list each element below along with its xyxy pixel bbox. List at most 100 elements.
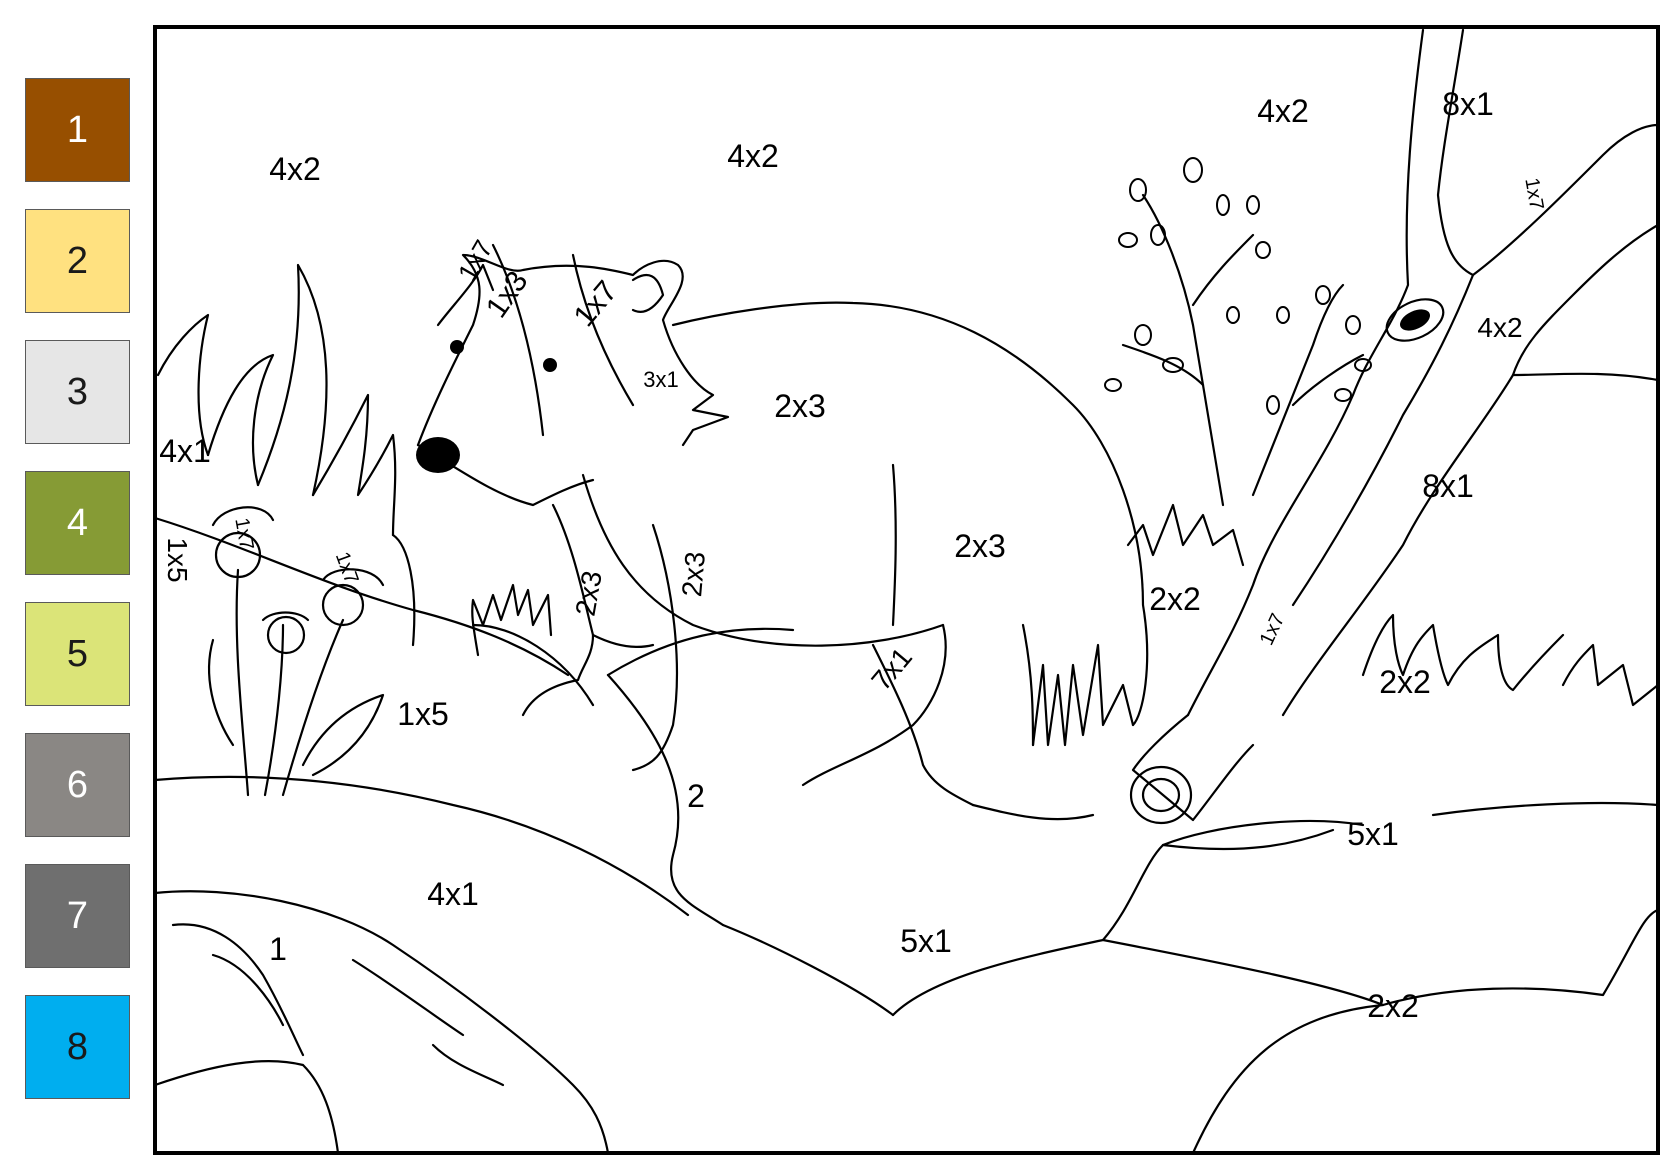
region-label: 2x2 xyxy=(1149,581,1201,617)
palette-swatch-6[interactable]: 6 xyxy=(25,733,130,837)
line-art xyxy=(153,28,1660,1155)
grass-right xyxy=(1561,643,1660,707)
flower-stem xyxy=(281,618,345,797)
leaf xyxy=(301,693,385,777)
flower-petals xyxy=(211,506,275,527)
region-label: 4x2 xyxy=(269,151,321,187)
shrub-buds xyxy=(1104,157,1372,415)
stream-ripple xyxy=(351,958,465,1037)
shrub-branch xyxy=(1121,343,1205,387)
region-label: 2x3 xyxy=(569,568,607,618)
region-label: 1x5 xyxy=(162,537,193,582)
tree-bark-line xyxy=(1291,273,1475,607)
log-ring xyxy=(1141,777,1181,813)
hill-left-mid-line xyxy=(471,623,595,707)
palette-swatch-8[interactable]: 8 xyxy=(25,995,130,1099)
badger-ear-right xyxy=(631,273,665,313)
log-body xyxy=(1131,713,1255,822)
badger-hind-foot xyxy=(971,803,1095,821)
badger-front-leg-2 xyxy=(631,523,679,772)
grass-right xyxy=(1361,613,1565,692)
badger-eye-right xyxy=(543,358,557,372)
badger-back xyxy=(671,301,1149,727)
palette-swatch-4[interactable]: 4 xyxy=(25,471,130,575)
region-label: 4x2 xyxy=(1257,93,1309,129)
stream-line xyxy=(171,923,305,1057)
badger-head-outline xyxy=(416,253,730,447)
badger-flank xyxy=(891,463,897,627)
ground-1x5-line xyxy=(153,775,690,917)
grass-blade xyxy=(206,353,275,487)
coloring-canvas[interactable]: 4x2 4x2 4x2 8x1 1x7 1x3 1x7 3x1 2x3 4x2 … xyxy=(153,25,1660,1155)
badger-front-leg xyxy=(521,503,595,717)
badger-tail-fur xyxy=(1021,623,1035,747)
region-label: 2x2 xyxy=(1379,664,1431,700)
badger-ear-left xyxy=(436,263,495,327)
region-label: 4x2 xyxy=(727,138,779,174)
flower-bud xyxy=(321,583,365,627)
palette-swatch-1[interactable]: 1 xyxy=(25,78,130,182)
stream-ripple-2 xyxy=(431,1043,505,1087)
hill-left-line xyxy=(153,516,570,677)
stream-inner-line xyxy=(211,953,285,1027)
region-label: 4x1 xyxy=(159,433,211,469)
ground-5x1-line xyxy=(891,819,1365,1017)
tree-bark-line xyxy=(1281,373,1515,717)
ground-right-line xyxy=(1431,801,1660,817)
shrub-branch xyxy=(1251,283,1345,497)
badger-hind-leg xyxy=(801,623,947,787)
flower-petals xyxy=(321,568,385,587)
flower-petals xyxy=(261,611,310,622)
badger-tail-fur xyxy=(1031,643,1135,747)
ground-2x2-line xyxy=(1191,1003,1385,1155)
grass-blade xyxy=(156,313,210,457)
grass-blade xyxy=(256,263,328,497)
region-label: 2 xyxy=(687,778,705,814)
ground-4x1-line xyxy=(721,923,895,1017)
grass-blade xyxy=(311,393,397,537)
region-label: 5x1 xyxy=(1347,816,1399,852)
flower-bud xyxy=(214,531,262,579)
region-label: 8x1 xyxy=(1442,86,1494,122)
ground-bottom-left-line xyxy=(153,1060,340,1155)
tree-knot-hole xyxy=(1385,298,1445,342)
region-label: 1 xyxy=(269,931,287,967)
leaf xyxy=(207,638,235,747)
badger-chest xyxy=(591,633,655,649)
palette-swatch-5[interactable]: 5 xyxy=(25,602,130,706)
palette-swatch-3[interactable]: 3 xyxy=(25,340,130,444)
canvas-border xyxy=(153,25,1660,1155)
badger-stripe-line xyxy=(571,253,635,407)
grass-tuft xyxy=(471,583,553,657)
region-label: 2x3 xyxy=(774,388,826,424)
region-label: 2x3 xyxy=(676,550,711,598)
badger-details xyxy=(416,309,1430,473)
grass-blade xyxy=(391,533,416,647)
flower-bud xyxy=(266,615,306,655)
log-icon xyxy=(1129,765,1193,825)
region-label: 1x5 xyxy=(397,696,449,732)
ground-lower-left-line xyxy=(153,890,610,1155)
region-label: 5x1 xyxy=(900,923,952,959)
badger-eye-left xyxy=(450,340,464,354)
ground-log-line xyxy=(1161,828,1335,851)
badger-nose xyxy=(416,437,460,473)
region-label: 4x1 xyxy=(427,876,479,912)
flower-stem xyxy=(263,623,285,797)
ground-5x1-right-line xyxy=(1101,908,1660,1007)
region-label: 2x2 xyxy=(1367,988,1419,1024)
badger-belly xyxy=(581,473,945,647)
ground-mid-line xyxy=(606,673,725,927)
flower-stem xyxy=(235,568,250,797)
palette-swatch-2[interactable]: 2 xyxy=(25,209,130,313)
hill-center-line xyxy=(606,627,795,677)
shrub-branch xyxy=(1291,353,1365,407)
badger-stripe-line xyxy=(491,243,545,437)
region-label: 4x2 xyxy=(1477,312,1522,343)
palette-swatch-7[interactable]: 7 xyxy=(25,864,130,968)
region-label: 3x1 xyxy=(643,367,678,392)
grass-tuft xyxy=(1126,503,1245,567)
shrub-branch xyxy=(1141,193,1225,507)
shrub-branch xyxy=(1191,233,1255,307)
tree-trunk-left xyxy=(1186,28,1425,717)
